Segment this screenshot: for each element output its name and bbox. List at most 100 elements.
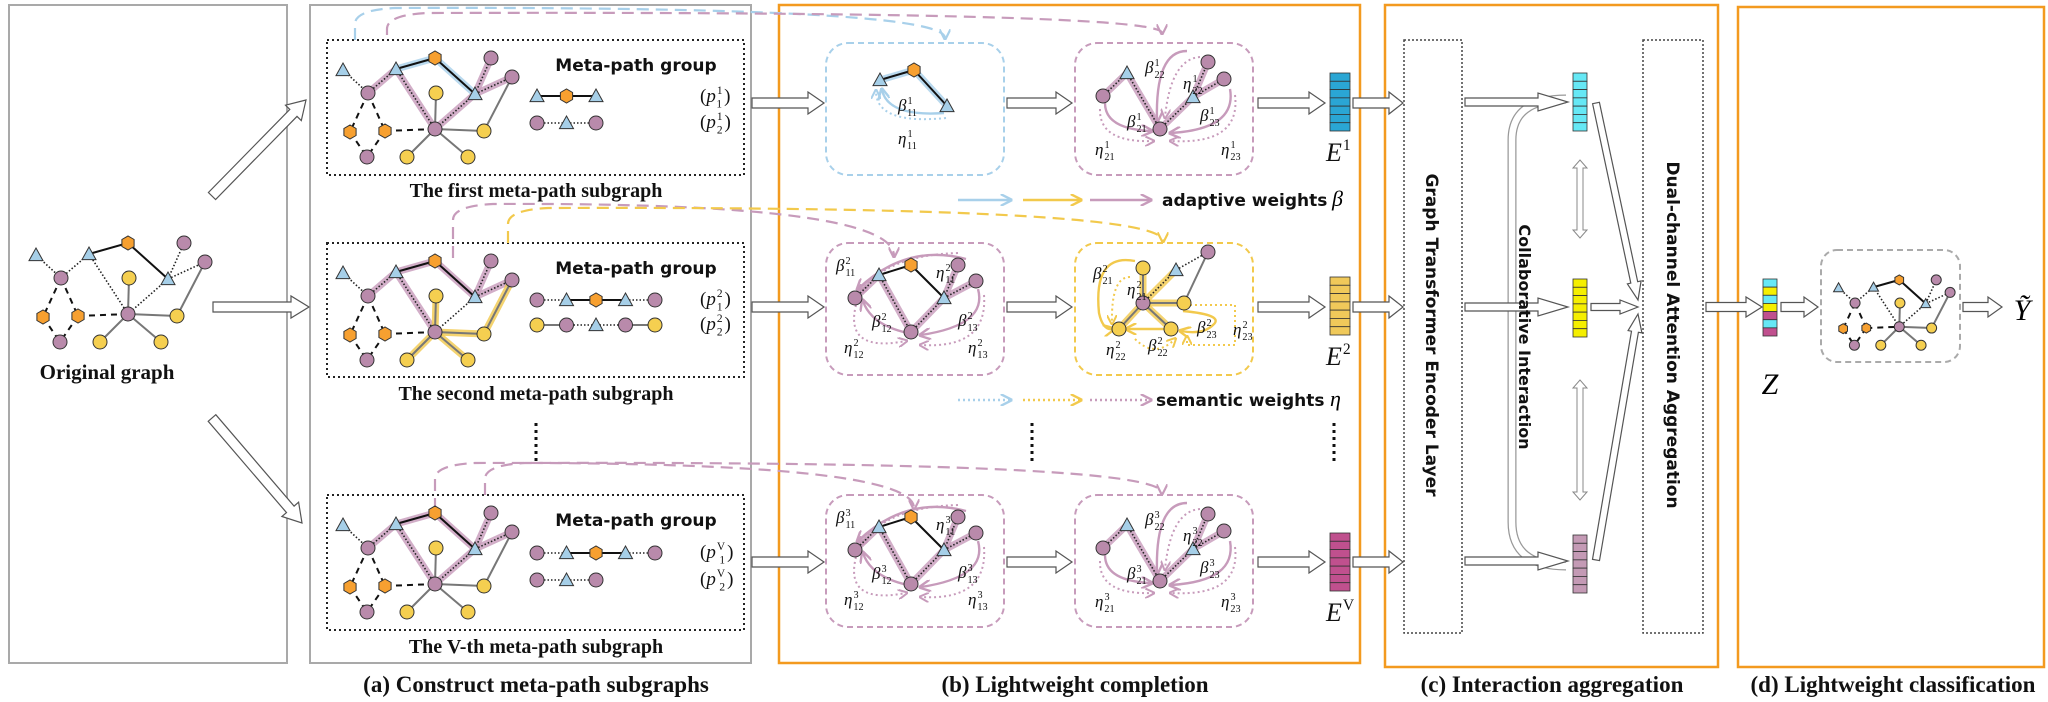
embedding-cell xyxy=(1572,80,1588,90)
embedding-cell xyxy=(1329,89,1351,99)
embedding-bar-2 xyxy=(1329,276,1351,336)
math-part: β xyxy=(1126,564,1136,583)
adaptive-weight-arrow xyxy=(1097,258,1136,329)
embedding-cell xyxy=(1572,328,1588,338)
graph-transformer-encoder-layer xyxy=(1403,39,1463,634)
embedding-cell xyxy=(1572,97,1588,107)
math-part: 23 xyxy=(1206,330,1216,341)
math-part: 2 xyxy=(717,313,723,325)
purple-node xyxy=(618,317,633,333)
purple-node xyxy=(120,306,136,322)
embedding-cell xyxy=(1762,278,1778,288)
graph-edge xyxy=(483,279,513,335)
graph-edge xyxy=(349,295,369,336)
math-part: 22 xyxy=(1157,348,1167,359)
math-part: 13 xyxy=(967,323,977,334)
graph-edge xyxy=(1872,286,1900,328)
adaptive-weight-arrow xyxy=(921,288,981,335)
math-part: ( xyxy=(700,289,706,310)
math-part: 3 xyxy=(1230,592,1235,603)
purple-node xyxy=(529,115,545,131)
embedding-cell xyxy=(1329,72,1351,82)
adaptive-weight-arrow xyxy=(858,253,967,289)
triangle-node xyxy=(588,87,604,103)
orange-hexagon-node xyxy=(428,253,442,269)
yellow-node xyxy=(1135,260,1151,276)
graph-edge xyxy=(367,547,386,587)
graph-edge xyxy=(127,242,169,280)
subgraph-frame xyxy=(1074,42,1254,176)
adaptive-weight-arrow xyxy=(1157,501,1188,573)
orange-hexagon-node xyxy=(343,579,357,595)
to-completion-arrow xyxy=(751,549,826,575)
purple-node xyxy=(903,576,919,592)
original-graph-label: Original graph xyxy=(40,360,175,384)
math-part: η xyxy=(1221,140,1229,159)
purple-node xyxy=(504,524,520,540)
graph-edge xyxy=(1159,96,1194,130)
semantic-weight-arrow xyxy=(1165,56,1201,117)
embedding-cell xyxy=(1572,286,1588,296)
math-part: V xyxy=(1343,597,1355,614)
math-part: β xyxy=(1126,112,1136,131)
math-part: 2 xyxy=(945,263,950,274)
z-embedding-bar xyxy=(1762,278,1778,337)
to-subgraph-v-arrow xyxy=(207,413,303,524)
yellow-node xyxy=(529,317,545,333)
math-part: 11 xyxy=(845,268,855,279)
embedding-cell xyxy=(1329,574,1351,584)
math-part: ( xyxy=(700,86,706,107)
math-part: 1 xyxy=(1343,137,1351,154)
math-part: 23 xyxy=(1209,118,1219,129)
semantic-weight-arrow xyxy=(1134,339,1175,350)
math-part: E xyxy=(1325,598,1342,627)
math-part: 23 xyxy=(1242,332,1252,343)
embedding-cell xyxy=(1762,286,1778,296)
graph-edge xyxy=(60,277,79,317)
orange-hexagon-node xyxy=(36,309,50,325)
orange-hexagon-node xyxy=(428,50,442,66)
adaptive-weight-arrow xyxy=(921,540,981,587)
adaptive-weight-arrow xyxy=(1171,540,1232,585)
math-part: η xyxy=(1233,320,1241,339)
adaptive-weight-arrow xyxy=(882,90,945,115)
semantic-weight-arrow xyxy=(921,546,986,597)
subgraph-connector xyxy=(385,11,1162,35)
math-part: β xyxy=(871,564,881,583)
embedding-cell xyxy=(1762,311,1778,321)
orange-hexagon-node xyxy=(907,62,921,78)
adaptive-weight-arrow xyxy=(863,553,909,587)
to-embedding-arrow xyxy=(1257,549,1327,575)
graph-edge xyxy=(434,57,476,95)
math-part: 22 xyxy=(1115,352,1125,363)
embedding-cell xyxy=(1572,89,1588,99)
yellow-node xyxy=(476,123,492,139)
math-part: 2 xyxy=(719,582,725,594)
adaptive-weight-arrow xyxy=(1103,554,1151,583)
math-part: ) xyxy=(724,86,730,107)
subgraph-frame xyxy=(1074,242,1254,376)
math-part: 12 xyxy=(881,324,891,335)
math-part: β xyxy=(957,311,967,330)
orange-hexagon-node xyxy=(589,545,603,561)
math-part: 2 xyxy=(1242,320,1247,331)
math-part: ( xyxy=(700,569,706,590)
graph-edge xyxy=(483,76,513,132)
interaction-panel xyxy=(1383,3,1720,669)
graph-edge xyxy=(42,277,62,318)
to-interaction-bar-arrow xyxy=(1464,551,1571,571)
graph-edge xyxy=(1183,251,1209,304)
math-part: 2 xyxy=(977,338,982,349)
purple-node xyxy=(1200,506,1216,522)
